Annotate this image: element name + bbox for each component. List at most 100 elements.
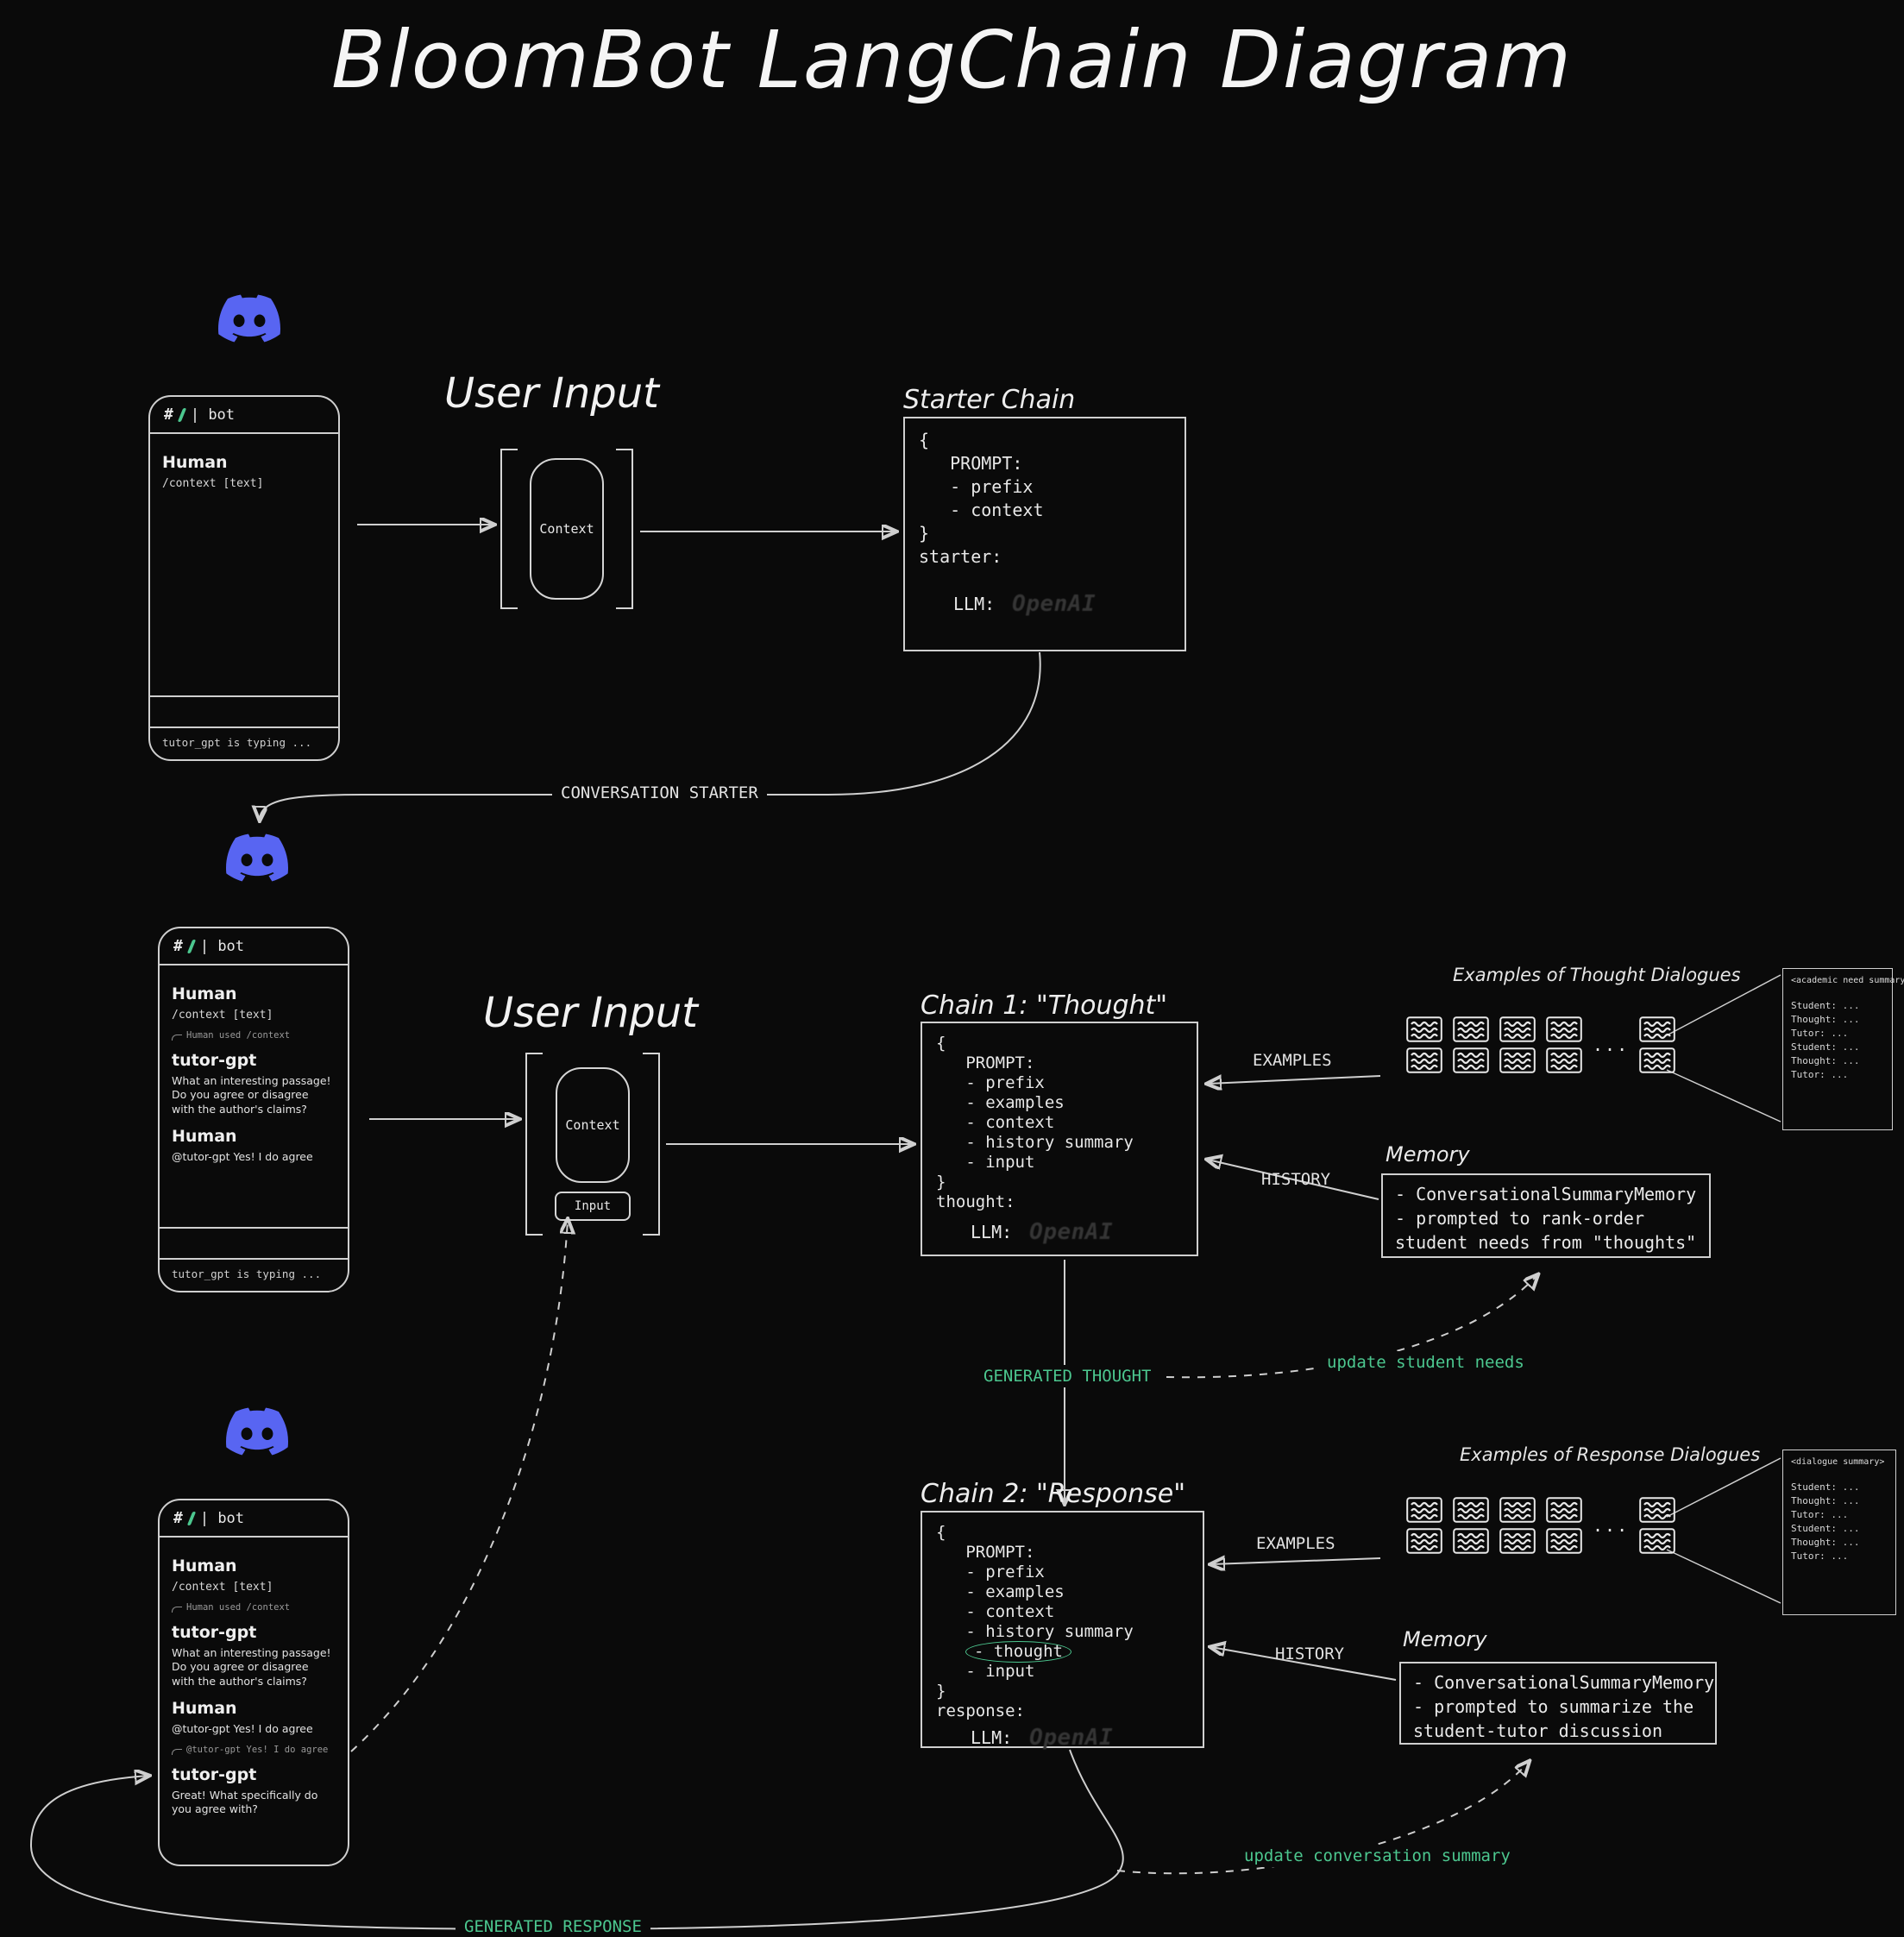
reply-note: Human used /context	[172, 1602, 336, 1613]
summary-header: <academic need summary>	[1791, 976, 1904, 985]
slash-icon	[177, 407, 187, 422]
update-student-needs-label: update student needs	[1318, 1351, 1533, 1374]
thought-item-circled: - thought	[965, 1641, 1071, 1663]
examples-of-thought-title: Examples of Thought Dialogues	[1453, 965, 1741, 985]
channel-name: | bot	[199, 937, 245, 955]
academic-need-summary-box: <academic need summary> Student: ... Tho…	[1782, 968, 1904, 1130]
openai-logo: OpenAI	[1029, 1725, 1114, 1751]
bot-message: Great! What specifically do you agree wi…	[172, 1789, 318, 1816]
response-dialogue-examples: ...	[1406, 1497, 1675, 1554]
generated-thought-label: GENERATED THOUGHT	[975, 1365, 1160, 1387]
page-title: BloomBot LangChain Diagram	[331, 14, 1573, 106]
hash-icon: #	[173, 1509, 183, 1527]
discord-icon	[217, 294, 281, 343]
chain2-title: Chain 2: "Response"	[921, 1479, 1185, 1509]
summary-lines: Student: ... Thought: ... Tutor: ... Stu…	[1791, 1000, 1860, 1080]
bracket-left	[500, 449, 518, 609]
discord-icon	[226, 833, 289, 882]
starter-prompt: { PROMPT: - prefix - context } starter:	[919, 430, 1044, 567]
starter-chain-title: Starter Chain	[903, 385, 1076, 415]
author-bot: tutor-gpt	[172, 1765, 257, 1784]
context-box: Context	[530, 458, 604, 600]
context-assembly-1: Context	[500, 449, 633, 609]
summary-lines: Student: ... Thought: ... Tutor: ... Stu…	[1791, 1481, 1860, 1562]
conversation-starter-label: CONVERSATION STARTER	[552, 782, 767, 804]
reply-curve-icon	[172, 1035, 182, 1041]
memory-box-1: - ConversationalSummaryMemory - prompted…	[1381, 1173, 1711, 1258]
context-command: /context [text]	[172, 1009, 273, 1022]
bot-message: What an interesting passage! Do you agre…	[172, 1646, 331, 1688]
memory-title: Memory	[1403, 1627, 1487, 1651]
reply-note: @tutor-gpt Yes! I do agree	[172, 1745, 336, 1755]
author-bot: tutor-gpt	[172, 1051, 257, 1070]
dialogue-doc-icon	[1546, 1016, 1582, 1073]
dialogue-doc-icon	[1406, 1497, 1442, 1554]
dialogue-doc-icon	[1639, 1497, 1675, 1554]
user-input-label: User Input	[483, 989, 698, 1037]
author-human: Human	[162, 453, 228, 472]
bot-message: What an interesting passage! Do you agre…	[172, 1074, 331, 1116]
human-message: @tutor-gpt Yes! I do agree	[172, 1149, 313, 1163]
chain2-prompt-before: { PROMPT: - prefix - examples - context …	[936, 1523, 1134, 1641]
bracket-left	[525, 1053, 543, 1236]
dialogue-doc-icon	[1453, 1497, 1489, 1554]
channel-header: # | bot	[150, 397, 338, 434]
author-human: Human	[172, 1698, 237, 1718]
message-input-bar[interactable]	[150, 695, 338, 728]
chain2-prompt-after: - input } response:	[936, 1662, 1035, 1720]
memory-box-2: - ConversationalSummaryMemory - prompted…	[1399, 1662, 1717, 1745]
discord-chat-phone-2: # | bot Human /context [text] Human used…	[158, 927, 349, 1292]
human-message: @tutor-gpt Yes! I do agree	[172, 1721, 313, 1735]
starter-chain-box: { PROMPT: - prefix - context } starter: …	[903, 417, 1186, 651]
chain1-title: Chain 1: "Thought"	[921, 991, 1168, 1021]
history-label: HISTORY	[1275, 1645, 1345, 1663]
examples-of-response-title: Examples of Response Dialogues	[1460, 1444, 1761, 1465]
bracket-right	[616, 449, 633, 609]
chain2-box: { PROMPT: - prefix - examples - context …	[921, 1511, 1204, 1751]
author-human: Human	[172, 984, 237, 1003]
generated-response-label: GENERATED RESPONSE	[456, 1915, 650, 1937]
memory-lines: - ConversationalSummaryMemory - prompted…	[1413, 1672, 1715, 1741]
dialogue-doc-icon	[1499, 1497, 1536, 1554]
dialogue-doc-icon	[1499, 1016, 1536, 1073]
context-command: /context [text]	[162, 477, 264, 490]
llm-label: LLM:	[971, 1222, 1013, 1242]
input-box: Input	[555, 1192, 631, 1221]
author-human: Human	[172, 1557, 237, 1575]
llm-label: LLM:	[953, 594, 996, 614]
context-command: /context [text]	[172, 1581, 273, 1594]
examples-label: EXAMPLES	[1253, 1051, 1332, 1070]
channel-header: # | bot	[160, 928, 348, 965]
author-bot: tutor-gpt	[172, 1623, 257, 1642]
typing-indicator: tutor_gpt is typing ...	[172, 1267, 322, 1280]
bracket-right	[643, 1053, 660, 1236]
update-conversation-summary-label: update conversation summary	[1235, 1845, 1519, 1867]
summary-header: <dialogue summary>	[1791, 1457, 1885, 1467]
openai-logo: OpenAI	[1029, 1219, 1114, 1245]
typing-indicator: tutor_gpt is typing ...	[162, 736, 312, 749]
slash-icon	[186, 1511, 197, 1525]
chain1-prompt: { PROMPT: - prefix - examples - context …	[936, 1034, 1134, 1211]
examples-label: EXAMPLES	[1256, 1534, 1335, 1553]
llm-label: LLM:	[971, 1727, 1013, 1748]
hash-icon: #	[164, 406, 173, 424]
dialogue-summary-box: <dialogue summary> Student: ... Thought:…	[1782, 1450, 1896, 1615]
reply-curve-icon	[172, 1607, 182, 1613]
user-input-label: User Input	[444, 369, 659, 418]
discord-chat-phone-3: # | bot Human /context [text] Human used…	[158, 1499, 349, 1866]
reply-curve-icon	[172, 1749, 182, 1755]
author-human: Human	[172, 1126, 237, 1146]
memory-title: Memory	[1386, 1142, 1470, 1167]
dialogue-doc-icon	[1639, 1016, 1675, 1073]
reply-note: Human used /context	[172, 1030, 336, 1041]
discord-chat-phone-1: # | bot Human /context [text] tutor_gpt …	[148, 395, 340, 761]
dialogue-doc-icon	[1406, 1016, 1442, 1073]
message-input-bar[interactable]	[160, 1227, 348, 1260]
memory-lines: - ConversationalSummaryMemory - prompted…	[1395, 1184, 1697, 1253]
openai-logo: OpenAI	[1012, 591, 1097, 617]
dialogue-doc-icon	[1453, 1016, 1489, 1073]
context-box: Context	[556, 1067, 630, 1183]
thought-dialogue-examples: ...	[1406, 1016, 1675, 1073]
context-assembly-2: Context Input	[525, 1053, 660, 1236]
